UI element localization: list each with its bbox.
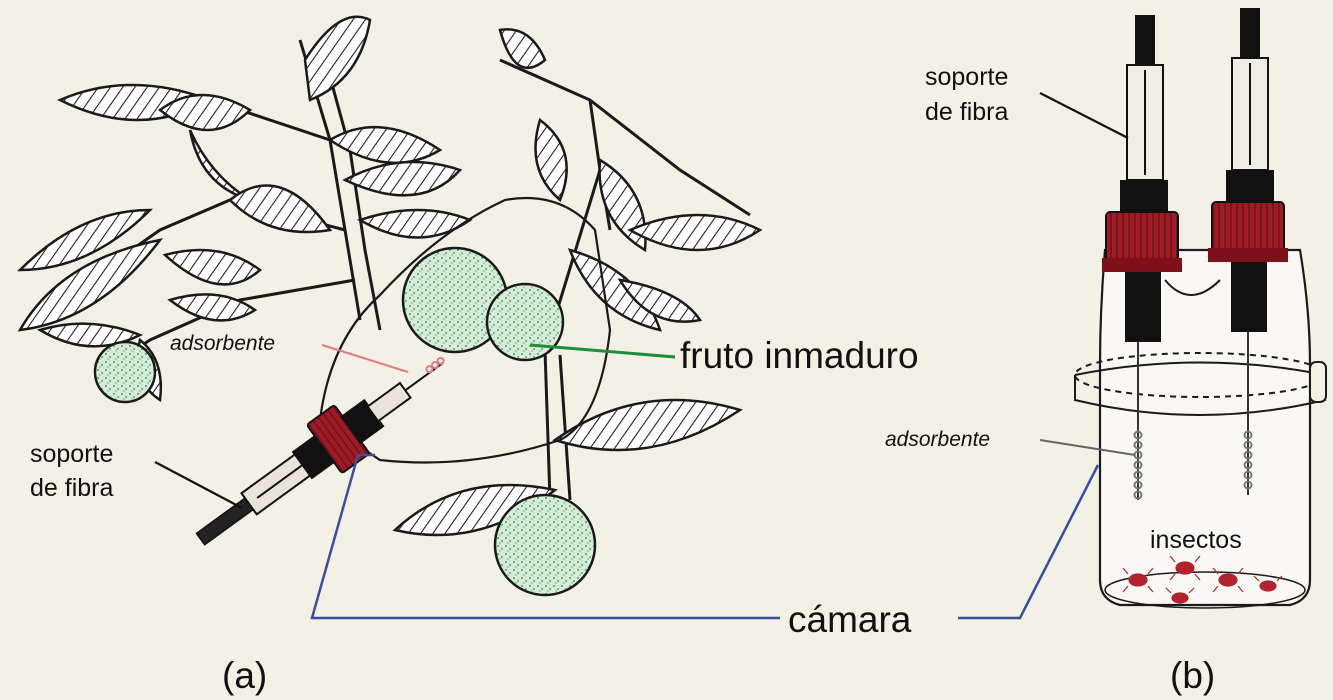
label-fiber-holder-a-line2: de fibra xyxy=(30,474,113,502)
label-insects: insectos xyxy=(1150,526,1242,554)
callout-lines xyxy=(155,93,1135,618)
leaf xyxy=(330,127,440,163)
label-adsorbent-a: adsorbente xyxy=(170,332,275,355)
callout-fruit xyxy=(530,345,675,357)
leaf xyxy=(536,120,567,200)
fruit xyxy=(495,495,595,595)
leaf xyxy=(230,185,330,232)
leaf xyxy=(165,250,260,284)
caption-a: (a) xyxy=(222,655,267,696)
leaf xyxy=(360,210,470,238)
label-chamber: cámara xyxy=(788,599,912,640)
callout-chamber-b xyxy=(958,465,1098,618)
leaf xyxy=(305,17,370,100)
plant-leaves xyxy=(20,17,760,535)
leaf xyxy=(600,160,646,250)
callout-fiber-a xyxy=(155,462,242,508)
leaf xyxy=(190,130,250,200)
label-fiber-holder-a-line1: soporte xyxy=(30,440,113,468)
label-fiber-holder-b-line2: de fibra xyxy=(925,98,1008,126)
label-adsorbent-b: adsorbente xyxy=(885,428,990,451)
fruit xyxy=(487,284,563,360)
leaf xyxy=(345,162,460,195)
plant-illustration xyxy=(20,17,760,595)
glass-jar-b xyxy=(1075,250,1326,608)
callout-fiber-b xyxy=(1040,93,1128,138)
caption-b: (b) xyxy=(1170,655,1215,696)
band-clip xyxy=(1310,362,1326,402)
leaf xyxy=(630,215,760,250)
leaf xyxy=(555,400,740,450)
label-unripe-fruit: fruto inmaduro xyxy=(680,335,919,376)
label-fiber-holder-b-line1: soporte xyxy=(925,63,1008,91)
fruit xyxy=(95,342,155,402)
labels: soporte de fibra adsorbente fruto inmadu… xyxy=(30,63,1242,696)
